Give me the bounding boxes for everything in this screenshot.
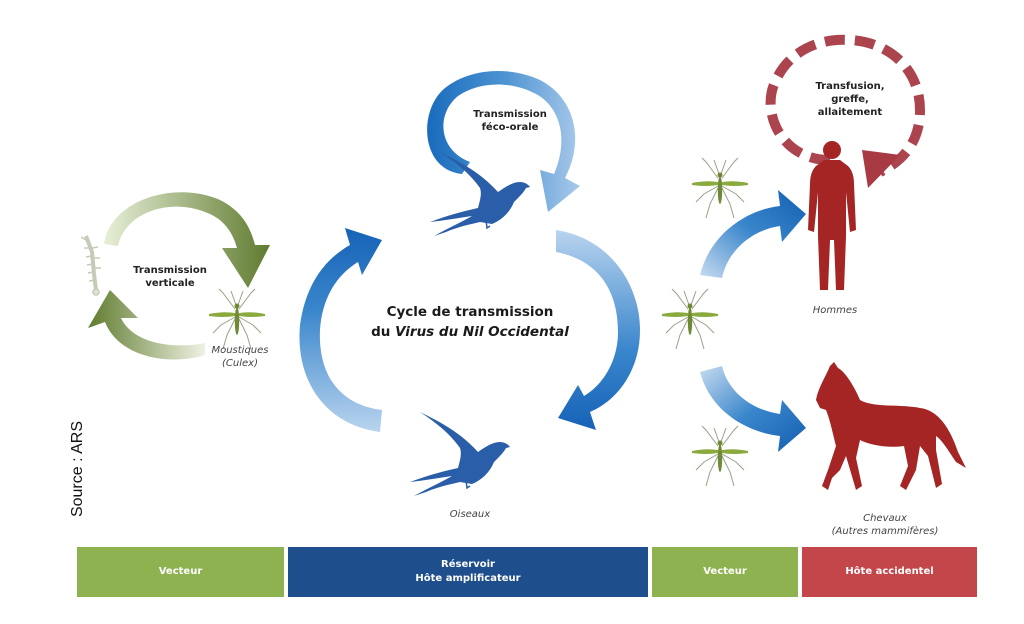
host-arrows [700, 190, 806, 452]
vertical-transmission-loop [88, 192, 270, 360]
mosquitoes-line-1: Moustiques [211, 345, 269, 356]
transfusion-line-1: Transfusion, [815, 81, 885, 92]
role-bar-vector-right: Vecteur [652, 547, 798, 597]
feco-oral-label: Transmission féco-orale [460, 108, 560, 134]
vertical-transmission-label: Transmission verticale [120, 264, 220, 290]
blue-arrow-right [556, 230, 640, 430]
human-icon [808, 141, 856, 290]
larva-icon [80, 235, 101, 296]
humans-label: Hommes [812, 305, 858, 316]
central-cycle [299, 70, 640, 432]
mosquitoes-label: Moustiques (Culex) [195, 344, 285, 370]
horses-line-1: Chevaux [863, 513, 907, 524]
mosquito-icon [691, 425, 749, 487]
dashed-arrow-head [862, 150, 900, 188]
arrow-to-horses [700, 366, 806, 452]
feco-oral-line-2: féco-orale [481, 122, 539, 133]
transfusion-line-3: allaitement [817, 107, 883, 118]
transfusion-loop [765, 34, 926, 188]
blue-arrow-left [299, 228, 382, 432]
arrow-to-humans [700, 190, 806, 278]
vertical-line-2: verticale [145, 278, 195, 289]
horses-label: Chevaux (Autres mammifères) [810, 512, 960, 538]
vertical-line-1: Transmission [133, 265, 207, 276]
role-bar-vector-left: Vecteur [77, 547, 284, 597]
mosquito-icon [661, 288, 719, 350]
role-label: Vecteur [703, 566, 747, 577]
title-line-1: Cycle de transmission [386, 304, 554, 320]
mosquito-icon [208, 288, 266, 350]
role-bar-accidental-host: Hôte accidentel [802, 547, 977, 597]
horse-icon [816, 362, 966, 490]
source-caption: Source : ARS [69, 420, 86, 518]
role-label: Vecteur [158, 566, 203, 577]
title-line-2: du Virus du Nil Occidental [330, 322, 610, 342]
birds-label: Oiseaux [449, 509, 491, 520]
transfusion-line-2: greffe, [831, 94, 869, 105]
title-prefix: du [371, 324, 396, 340]
mosquitoes-line-2: (Culex) [222, 358, 258, 369]
feco-oral-line-1: Transmission [473, 109, 547, 120]
mosquito-icon [691, 157, 749, 219]
green-arrow-bottom [88, 290, 205, 360]
horses-line-2: (Autres mammifères) [831, 526, 939, 537]
role-sublabel: Hôte amplificateur [415, 573, 521, 584]
green-arrow-top [104, 192, 270, 288]
title-italic: Virus du Nil Occidental [395, 324, 569, 340]
feco-oral-arrow [427, 70, 580, 212]
bird-icon [409, 411, 511, 497]
role-label: Réservoir [441, 559, 495, 570]
transfusion-label: Transfusion, greffe, allaitement [800, 80, 900, 119]
role-bar-reservoir: Réservoir Hôte amplificateur [288, 547, 648, 597]
role-label: Hôte accidentel [845, 566, 934, 577]
diagram-title: Cycle de transmission du Virus du Nil Oc… [330, 302, 610, 342]
